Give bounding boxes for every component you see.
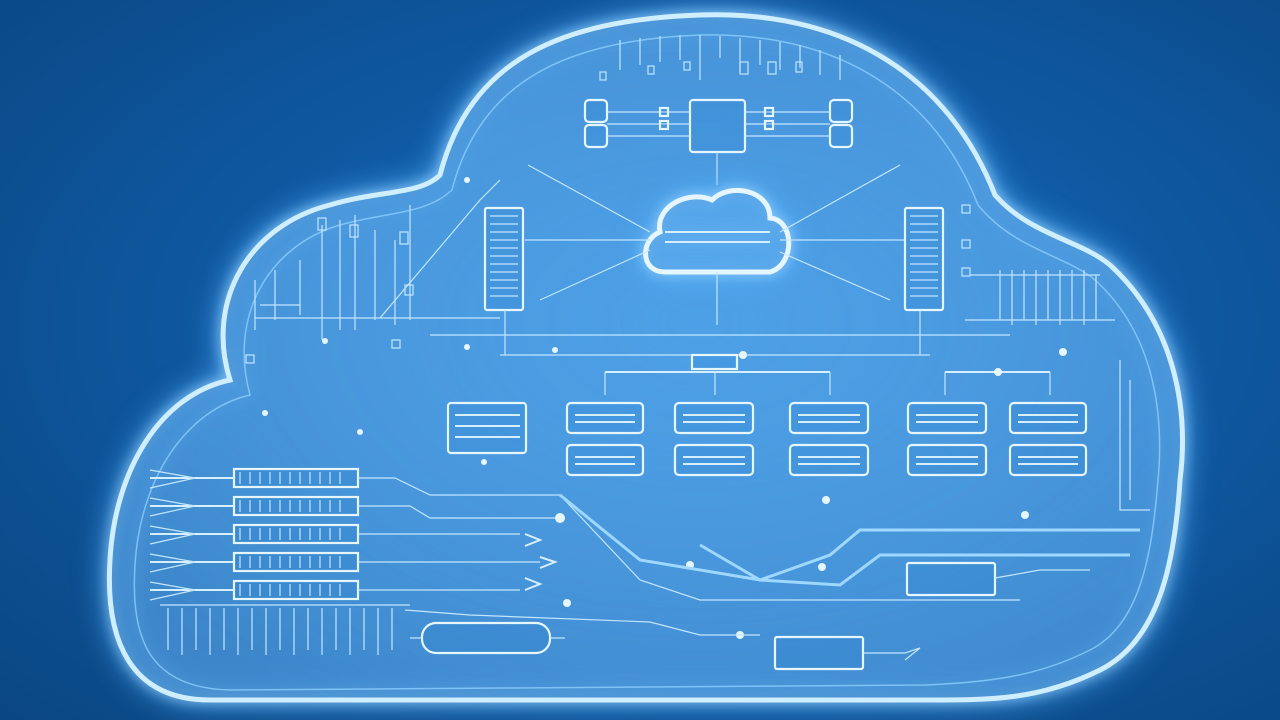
- top-ticks: [599, 35, 841, 81]
- hub-spokes: [525, 164, 905, 325]
- server-unit: [1008, 401, 1088, 477]
- server-units: [446, 401, 1088, 477]
- pin-array: [149, 469, 410, 655]
- top-chip-row: [583, 98, 854, 185]
- server-unit: [906, 401, 988, 477]
- middle-bus: [430, 310, 1051, 395]
- server-unit: [673, 401, 755, 477]
- bottom-traces: [404, 493, 1140, 671]
- server-rack-right: [903, 206, 945, 312]
- server-unit: [446, 401, 528, 455]
- server-unit: [565, 401, 645, 477]
- scatter-dots: [262, 177, 1067, 519]
- server-rack-left: [483, 206, 525, 312]
- left-bus-lines: [150, 467, 1020, 639]
- left-circuit-details: [245, 179, 501, 364]
- server-unit: [788, 401, 870, 477]
- right-comb: [961, 204, 1150, 511]
